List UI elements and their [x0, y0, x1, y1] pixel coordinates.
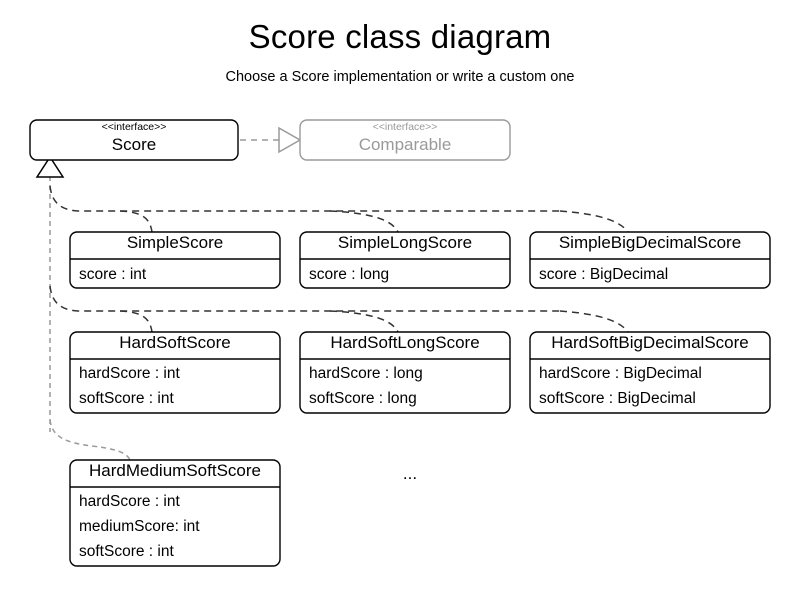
class-box-hard-soft-score-name: HardSoftScore — [119, 333, 231, 352]
class-box-simple-big-decimal-score-attribute: score : BigDecimal — [539, 266, 668, 283]
class-box-hard-soft-big-decimal-score-attribute-1: softScore : BigDecimal — [539, 390, 696, 407]
class-box-score-stereotype: <<interface>> — [102, 121, 167, 133]
class-box-simple-big-decimal-score[interactable]: SimpleBigDecimalScore score : BigDecimal — [529, 231, 771, 289]
connector-trunk-row2 — [49, 285, 560, 312]
class-box-hard-soft-big-decimal-score-frame[interactable] — [529, 331, 771, 414]
class-box-simple-long-score-frame[interactable] — [299, 231, 511, 289]
class-box-score-name: Score — [112, 135, 156, 154]
class-box-hard-soft-score-frame[interactable] — [69, 331, 281, 414]
connector-branch-hard-medium-soft-score — [49, 419, 131, 461]
class-box-simple-long-score-name: SimpleLongScore — [338, 233, 472, 252]
class-box-hard-soft-score-attribute-0: hardScore : int — [79, 365, 180, 382]
class-box-hard-soft-big-decimal-score-name: HardSoftBigDecimalScore — [551, 333, 748, 352]
class-box-simple-big-decimal-score-frame[interactable] — [529, 231, 771, 289]
class-box-hard-medium-soft-score-attribute-2: softScore : int — [79, 543, 174, 560]
class-box-simple-score[interactable]: SimpleScore score : int — [69, 231, 281, 289]
page-title: Score class diagram — [248, 18, 552, 55]
class-box-comparable-frame[interactable] — [299, 119, 511, 161]
connector-branch-hard-soft-score — [119, 310, 153, 333]
generalization-triangle-icon — [35, 155, 65, 178]
class-box-simple-big-decimal-score-name: SimpleBigDecimalScore — [559, 233, 741, 252]
class-box-score-frame[interactable] — [29, 119, 239, 161]
class-box-simple-long-score-attribute: score : long — [309, 266, 389, 283]
realization-triangle-icon — [278, 126, 302, 154]
more-classes-ellipsis: ... — [403, 464, 417, 483]
class-box-simple-long-score[interactable]: SimpleLongScore score : long — [299, 231, 511, 289]
class-box-hard-soft-big-decimal-score-attribute-0: hardScore : BigDecimal — [539, 365, 702, 382]
class-box-comparable-name: Comparable — [359, 135, 452, 154]
class-box-comparable-stereotype: <<interface>> — [373, 121, 438, 133]
class-box-hard-soft-long-score[interactable]: HardSoftLongScore hardScore : long softS… — [299, 331, 511, 414]
class-box-score[interactable]: <<interface>> Score — [29, 119, 239, 161]
connector-trunk-row1 — [49, 185, 560, 212]
class-box-hard-medium-soft-score-name: HardMediumSoftScore — [89, 461, 261, 480]
connector-branch-simple-long-score — [329, 210, 399, 233]
class-box-simple-score-frame[interactable] — [69, 231, 281, 289]
class-box-simple-score-attribute: score : int — [79, 266, 147, 283]
class-box-hard-soft-big-decimal-score[interactable]: HardSoftBigDecimalScore hardScore : BigD… — [529, 331, 771, 414]
class-box-hard-medium-soft-score-attribute-1: mediumScore: int — [79, 518, 200, 535]
connector-branch-simple-big-decimal-score — [559, 210, 629, 233]
class-box-hard-soft-long-score-attribute-0: hardScore : long — [309, 365, 423, 382]
class-box-hard-soft-score[interactable]: HardSoftScore hardScore : int softScore … — [69, 331, 281, 414]
connector-branch-simple-score — [119, 210, 153, 233]
connector-branch-hard-soft-big-decimal-score — [559, 310, 629, 333]
class-box-hard-soft-long-score-name: HardSoftLongScore — [330, 333, 479, 352]
realization-score-to-comparable — [240, 126, 302, 154]
class-box-hard-soft-long-score-frame[interactable] — [299, 331, 511, 414]
class-box-simple-score-name: SimpleScore — [127, 233, 223, 252]
connector-branch-hard-soft-long-score — [329, 310, 399, 333]
class-box-comparable[interactable]: <<interface>> Comparable — [299, 119, 511, 161]
class-box-hard-medium-soft-score[interactable]: HardMediumSoftScore hardScore : int medi… — [69, 459, 281, 567]
class-box-hard-soft-long-score-attribute-1: softScore : long — [309, 390, 417, 407]
inheritance-connectors — [35, 155, 629, 461]
page-subtitle: Choose a Score implementation or write a… — [225, 69, 575, 85]
class-box-hard-medium-soft-score-attribute-0: hardScore : int — [79, 493, 180, 510]
class-box-hard-soft-score-attribute-1: softScore : int — [79, 390, 174, 407]
